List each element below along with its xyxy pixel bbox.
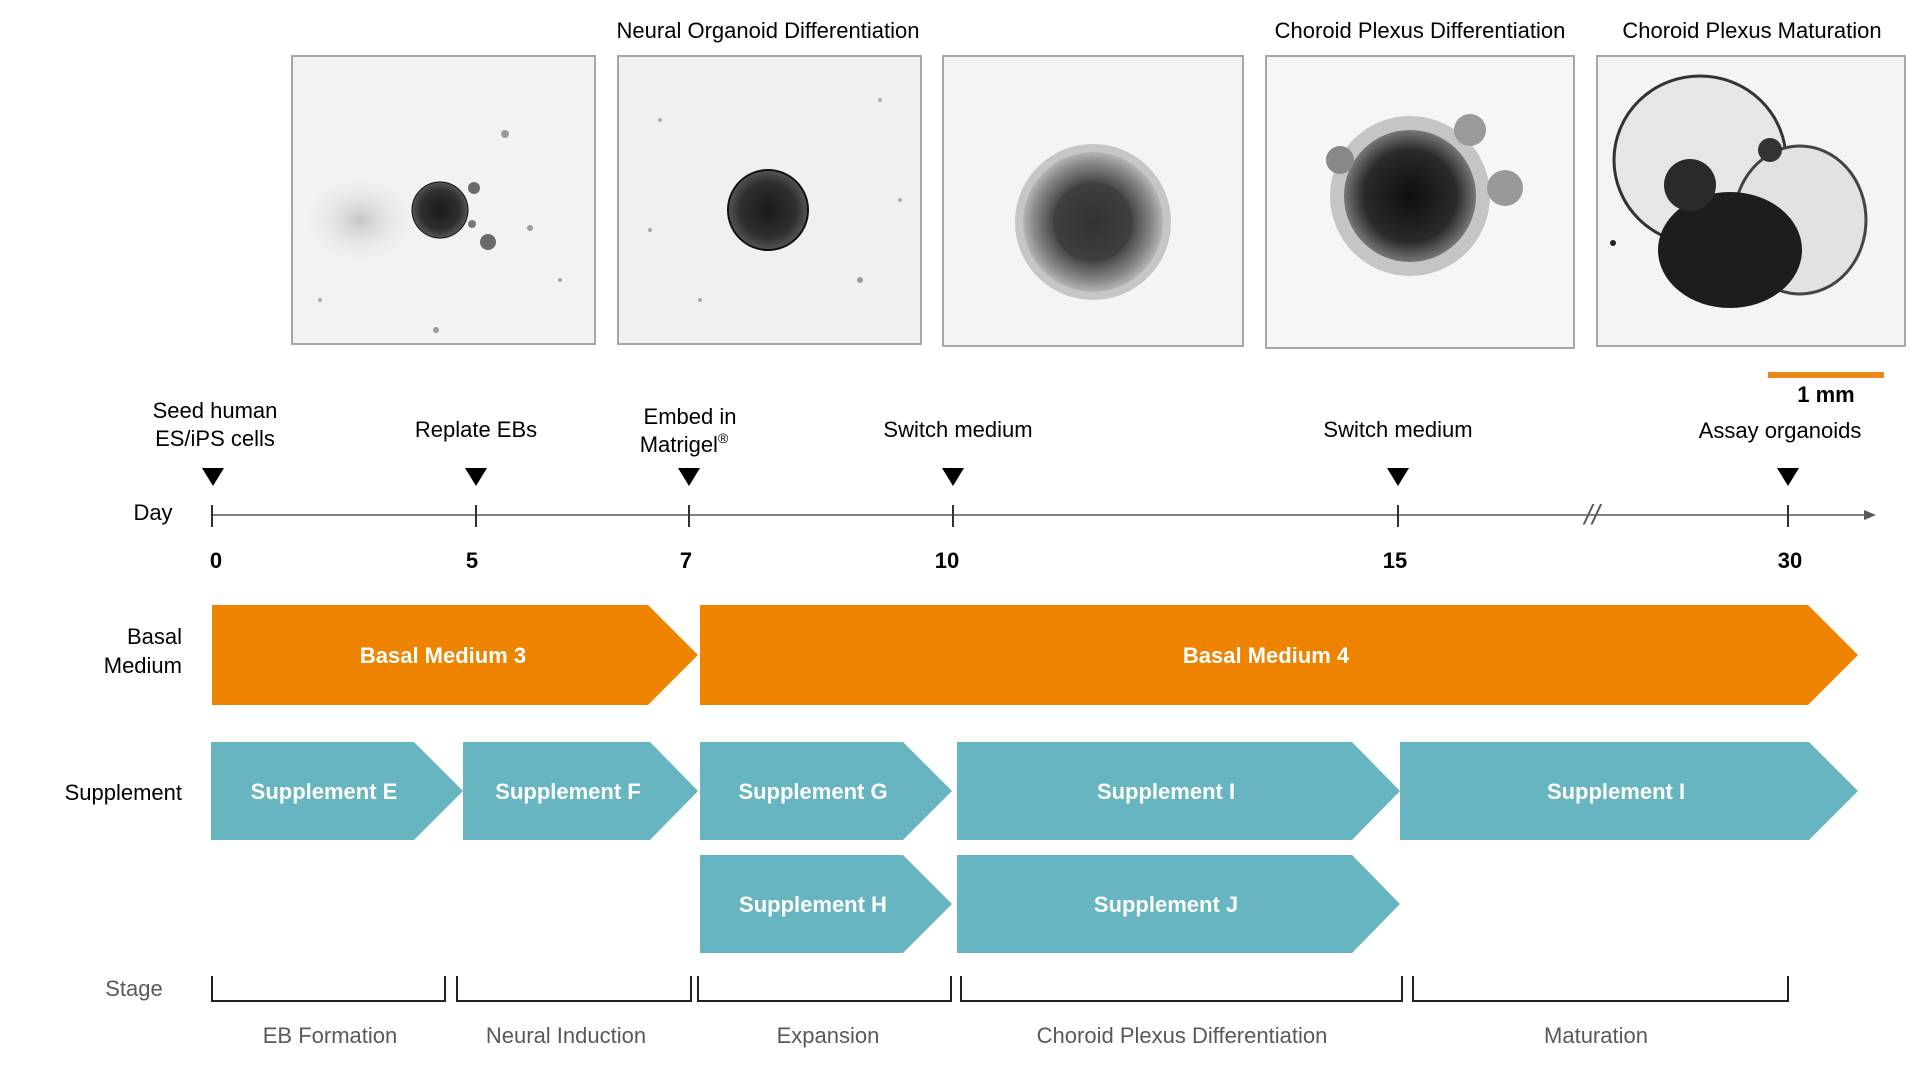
supplement-j-label: Supplement J — [1094, 892, 1238, 917]
timeline-day-label: Day — [133, 500, 172, 525]
supplement-f-label: Supplement F — [495, 779, 640, 804]
micrograph-day10 — [942, 55, 1244, 347]
supplement-i-2-label: Supplement I — [1547, 779, 1685, 804]
stage-bracket-expansion: Expansion — [697, 976, 952, 1048]
row-label-medium: Medium — [104, 653, 182, 678]
supplement-j: Supplement J — [957, 855, 1400, 953]
stage-choroid-plexus-differentiation: Choroid Plexus Differentiation — [1037, 1023, 1328, 1048]
tick-label-day0: 0 — [210, 548, 222, 573]
row-label-stage: Stage — [105, 976, 163, 1001]
event-assay-label: Assay organoids — [1699, 418, 1862, 443]
stage-maturation: Maturation — [1544, 1023, 1648, 1048]
supplement-i-1: Supplement I — [957, 742, 1400, 840]
row-label-basal: Basal — [127, 624, 182, 649]
stage-neural-induction: Neural Induction — [486, 1023, 646, 1048]
supplement-i-1-label: Supplement I — [1097, 779, 1235, 804]
event-seed-line2: ES/iPS cells — [155, 426, 275, 451]
scale-bar-label: 1 mm — [1797, 382, 1854, 407]
tick-label-day10: 10 — [935, 548, 959, 573]
micrograph-day15 — [1265, 55, 1575, 349]
micrograph-day0 — [290, 55, 596, 345]
event-marker — [465, 468, 487, 486]
event-switch-2: Switch medium — [1323, 417, 1473, 486]
timeline-arrowhead — [1864, 510, 1876, 520]
timeline-axis: Day // 0 5 7 10 15 30 — [133, 499, 1876, 573]
event-switch-1: Switch medium — [883, 417, 1033, 486]
event-seed: Seed human ES/iPS cells — [153, 398, 278, 486]
supplement-e: Supplement E — [211, 742, 463, 840]
micrograph-day30 — [1596, 55, 1906, 347]
event-replate: Replate EBs — [415, 417, 537, 486]
event-embed-line2: Matrigel® — [640, 430, 729, 457]
tick-label-day30: 30 — [1778, 548, 1802, 573]
micrograph-day5 — [617, 55, 922, 345]
stage-eb-formation: EB Formation — [263, 1023, 398, 1048]
basal-medium-3: Basal Medium 3 — [212, 605, 698, 705]
supplement-h: Supplement H — [700, 855, 952, 953]
tick-label-day7: 7 — [680, 548, 692, 573]
event-marker — [678, 468, 700, 486]
event-assay: Assay organoids — [1699, 418, 1862, 486]
basal-medium-4-label: Basal Medium 4 — [1183, 643, 1350, 668]
event-switch-2-label: Switch medium — [1323, 417, 1472, 442]
supplement-i-2: Supplement I — [1400, 742, 1858, 840]
stage-bracket-eb-formation: EB Formation — [211, 976, 446, 1048]
stage-bracket-neural-induction: Neural Induction — [456, 976, 692, 1048]
event-marker — [202, 468, 224, 486]
supplement-h-label: Supplement H — [739, 892, 887, 917]
basal-medium-3-label: Basal Medium 3 — [360, 643, 526, 668]
stage-expansion: Expansion — [777, 1023, 880, 1048]
event-marker — [1777, 468, 1799, 486]
header-choroid-plexus-maturation: Choroid Plexus Maturation — [1622, 18, 1881, 43]
stage-bracket-maturation: Maturation — [1412, 976, 1789, 1048]
header-neural-organoid-differentiation: Neural Organoid Differentiation — [617, 18, 920, 43]
supplement-f: Supplement F — [463, 742, 698, 840]
tick-label-day5: 5 — [466, 548, 478, 573]
supplement-g-label: Supplement G — [738, 779, 887, 804]
event-seed-line1: Seed human — [153, 398, 278, 423]
event-switch-1-label: Switch medium — [883, 417, 1032, 442]
header-choroid-plexus-differentiation: Choroid Plexus Differentiation — [1275, 18, 1566, 43]
row-label-supplement: Supplement — [65, 780, 182, 805]
event-marker — [1387, 468, 1409, 486]
event-embed-line1: Embed in — [644, 404, 737, 429]
event-embed: Embed in Matrigel® — [640, 404, 737, 486]
tick-label-day15: 15 — [1383, 548, 1407, 573]
basal-medium-4: Basal Medium 4 — [700, 605, 1858, 705]
supplement-e-label: Supplement E — [251, 779, 398, 804]
supplement-g: Supplement G — [700, 742, 952, 840]
timeline-break: // — [1582, 499, 1603, 530]
scale-bar: 1 mm — [1768, 372, 1884, 407]
event-replate-label: Replate EBs — [415, 417, 537, 442]
stage-bracket-cp-differentiation: Choroid Plexus Differentiation — [960, 976, 1403, 1048]
event-marker — [942, 468, 964, 486]
